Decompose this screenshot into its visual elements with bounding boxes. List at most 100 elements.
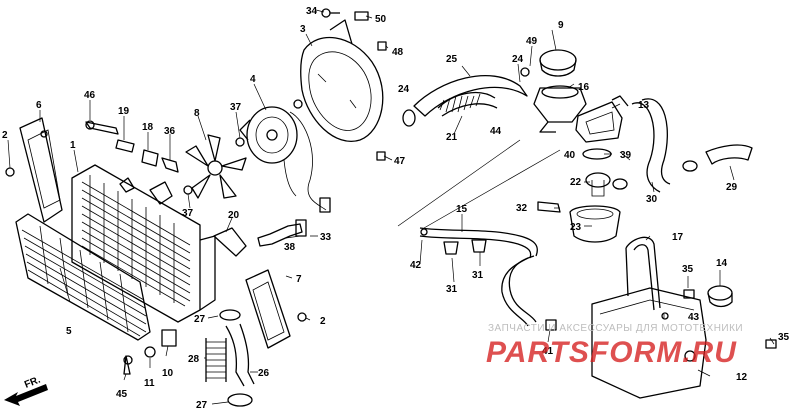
small-bolts bbox=[683, 289, 777, 349]
callout-31-left: 31 bbox=[446, 284, 458, 295]
callout-41: 41 bbox=[542, 346, 554, 357]
callout-46: 46 bbox=[84, 90, 96, 101]
filler-neck bbox=[520, 67, 587, 133]
callout-40: 40 bbox=[564, 150, 576, 161]
callout-21: 21 bbox=[446, 132, 458, 143]
callout-24-left: 24 bbox=[398, 84, 410, 95]
reservoir-hose bbox=[625, 236, 661, 311]
callout-9: 9 bbox=[558, 20, 564, 31]
callout-11: 11 bbox=[144, 378, 155, 389]
callout-37-upper: 37 bbox=[230, 102, 242, 113]
callout-20: 20 bbox=[228, 210, 240, 221]
washer-11 bbox=[144, 346, 156, 358]
leader-lines bbox=[7, 9, 775, 405]
callout-27-lower: 27 bbox=[196, 400, 208, 411]
callout-12: 12 bbox=[736, 372, 748, 383]
callout-2-left: 2 bbox=[2, 130, 8, 141]
callout-29: 29 bbox=[726, 182, 738, 193]
callout-3: 3 bbox=[300, 24, 306, 35]
callout-33: 33 bbox=[320, 232, 332, 243]
hose-30 bbox=[612, 98, 671, 193]
watermark-subtitle: ЗАПЧАСТИ И АКСЕССУАРЫ ДЛЯ МОТОТЕХНИКИ bbox=[488, 323, 743, 334]
watermark: ЗАПЧАСТИ И АКСЕССУАРЫ ДЛЯ МОТОТЕХНИКИ PA… bbox=[486, 323, 743, 369]
hose-clips bbox=[420, 228, 669, 331]
callout-43: 43 bbox=[688, 312, 700, 323]
callout-16: 16 bbox=[578, 82, 590, 93]
callout-8: 8 bbox=[194, 108, 200, 119]
callout-38: 38 bbox=[284, 242, 296, 253]
callout-2-right: 2 bbox=[320, 316, 326, 327]
hose-26 bbox=[225, 323, 255, 387]
reservoir-cap bbox=[707, 285, 733, 308]
bracket bbox=[213, 227, 247, 257]
callout-13: 13 bbox=[638, 100, 650, 111]
hose-29 bbox=[682, 144, 753, 172]
callout-35-lower: 35 bbox=[778, 332, 790, 343]
callout-48: 48 bbox=[392, 47, 404, 58]
shroud-left bbox=[19, 117, 63, 223]
bolt-2-left bbox=[5, 167, 15, 177]
grommet-10 bbox=[161, 329, 177, 347]
callout-10: 10 bbox=[162, 368, 174, 379]
clamp-27-a bbox=[219, 309, 241, 321]
callout-15: 15 bbox=[456, 204, 468, 215]
radiator-grille bbox=[15, 213, 151, 341]
callout-50: 50 bbox=[375, 14, 387, 25]
callout-4: 4 bbox=[250, 74, 256, 85]
spring-hose bbox=[437, 91, 498, 117]
callout-7: 7 bbox=[296, 274, 302, 285]
thermostat-case bbox=[575, 95, 629, 143]
radiator bbox=[71, 164, 216, 323]
callout-23: 23 bbox=[570, 222, 582, 233]
fan-shroud bbox=[300, 19, 384, 143]
callout-18: 18 bbox=[142, 122, 154, 133]
callout-1: 1 bbox=[70, 140, 76, 151]
bolt-cluster-top bbox=[321, 8, 387, 161]
reservoir-tank bbox=[591, 287, 707, 399]
callout-19: 19 bbox=[118, 106, 130, 117]
callout-32: 32 bbox=[516, 203, 528, 214]
callout-26: 26 bbox=[258, 368, 270, 379]
upper-hose bbox=[402, 74, 528, 127]
callout-39: 39 bbox=[620, 150, 632, 161]
callout-49: 49 bbox=[526, 36, 538, 47]
callout-27-upper: 27 bbox=[194, 314, 206, 325]
radiator-cap bbox=[539, 49, 577, 77]
shroud-right bbox=[245, 269, 291, 349]
callout-45: 45 bbox=[116, 389, 128, 400]
callout-labels: 34 50 3 48 9 25 49 24 24 16 13 21 44 40 … bbox=[2, 6, 790, 411]
callout-6: 6 bbox=[36, 100, 42, 111]
fan-blades bbox=[185, 134, 247, 199]
damper bbox=[161, 157, 179, 173]
callout-24-upper: 24 bbox=[512, 54, 524, 65]
bolt-37-a bbox=[235, 137, 245, 147]
callout-31-right: 31 bbox=[472, 270, 484, 281]
callout-28: 28 bbox=[188, 354, 200, 365]
callout-35-upper: 35 bbox=[682, 264, 694, 275]
bolt-2-right bbox=[297, 312, 307, 322]
callout-17: 17 bbox=[672, 232, 684, 243]
callout-25: 25 bbox=[446, 54, 458, 65]
fan-switch bbox=[257, 219, 307, 247]
watermark-brand: PARTSFORM.RU bbox=[486, 336, 737, 369]
callout-14: 14 bbox=[716, 258, 728, 269]
callout-36: 36 bbox=[164, 126, 176, 137]
callout-44: 44 bbox=[490, 126, 502, 137]
grommet bbox=[141, 149, 159, 167]
front-direction-arrow: FR. bbox=[4, 374, 48, 406]
fan-motor bbox=[239, 99, 331, 213]
bolt-45 bbox=[123, 355, 133, 375]
callout-42: 42 bbox=[410, 260, 422, 271]
thermostat-cover bbox=[569, 205, 621, 243]
callout-22: 22 bbox=[570, 177, 582, 188]
callout-37-lower: 37 bbox=[182, 208, 194, 219]
callout-30: 30 bbox=[646, 194, 658, 205]
thermostat bbox=[585, 172, 611, 197]
collar bbox=[115, 139, 135, 153]
pivot-bolt bbox=[85, 120, 119, 135]
spring-28 bbox=[205, 338, 227, 382]
callout-47: 47 bbox=[394, 156, 406, 167]
temp-sensor bbox=[537, 201, 561, 213]
callout-34: 34 bbox=[306, 6, 318, 17]
